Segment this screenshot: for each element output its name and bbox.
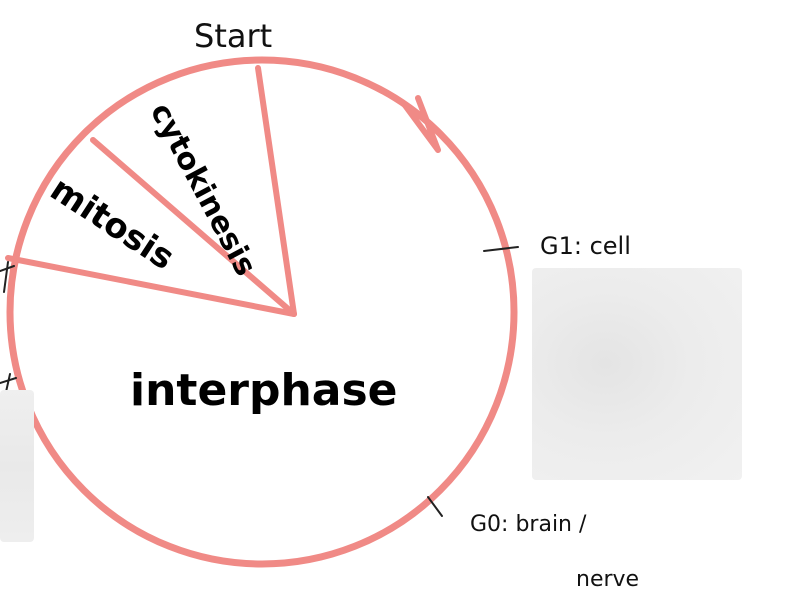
cycle-circle [6, 56, 518, 568]
g1-label: G1: cell [540, 232, 631, 260]
left-mark-lower [0, 373, 17, 393]
direction-arrow [401, 95, 441, 153]
g1-tick [483, 246, 519, 252]
left-arrow-mark [0, 261, 15, 293]
g0-tick [427, 496, 443, 517]
divider-mitosis-interphase [5, 255, 297, 317]
divider-cyto-mitosis [90, 137, 297, 317]
divider-start [255, 65, 297, 317]
blurred-annotation-right [532, 268, 742, 480]
blurred-annotation-left [0, 390, 34, 542]
mitosis-label: mitosis [43, 169, 181, 278]
interphase-label: interphase [130, 365, 398, 416]
g0-label-line2: nerve [576, 567, 639, 592]
g0-label-line1: G0: brain / [470, 512, 587, 537]
start-label: Start [194, 17, 272, 55]
